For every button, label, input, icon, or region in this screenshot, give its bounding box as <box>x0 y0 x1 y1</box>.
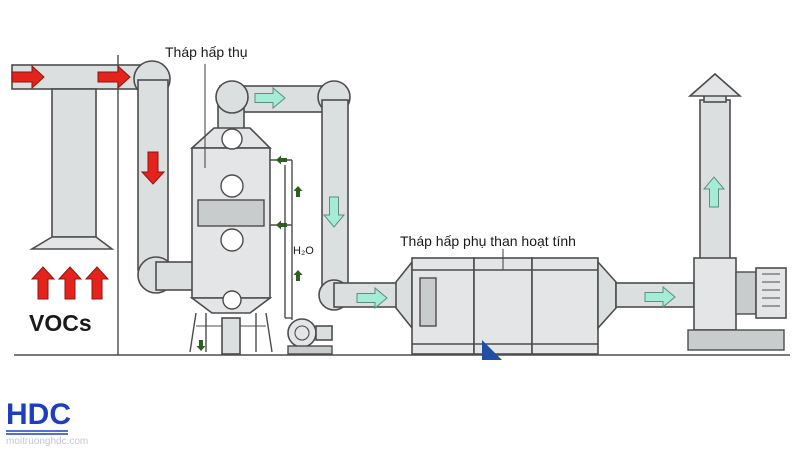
logo-website: moitruonghdc.com <box>6 436 88 447</box>
red-arrow-icon <box>58 266 82 300</box>
carbon-tower-label: Tháp hấp phụ than hoạt tính <box>400 233 576 249</box>
small-green-arrow-icon <box>293 186 303 197</box>
inlet-duct <box>133 60 197 294</box>
red-arrow-icon <box>31 266 55 300</box>
transfer-duct <box>317 80 403 311</box>
absorption-tower-label: Tháp hấp thụ <box>165 44 248 60</box>
logo-text: HDC <box>6 398 71 431</box>
accent-triangle-marker <box>482 340 502 360</box>
small-green-arrow-icon <box>196 340 206 351</box>
carbon-adsorption-tower <box>395 257 617 355</box>
water-recirculation-line <box>270 159 293 320</box>
absorption-tower <box>189 80 339 355</box>
exhaust-fan <box>687 257 787 351</box>
water-label: H₂O <box>293 245 314 257</box>
hdc-logo: HDC moitruonghdc.com <box>6 398 88 447</box>
small-green-arrow-icon <box>276 155 287 165</box>
small-green-arrow-icon <box>293 270 303 281</box>
red-arrow-icon <box>85 266 109 300</box>
exhaust-hood <box>11 64 143 250</box>
vocs-label: VOCs <box>29 310 92 336</box>
circulation-pump <box>287 318 333 355</box>
